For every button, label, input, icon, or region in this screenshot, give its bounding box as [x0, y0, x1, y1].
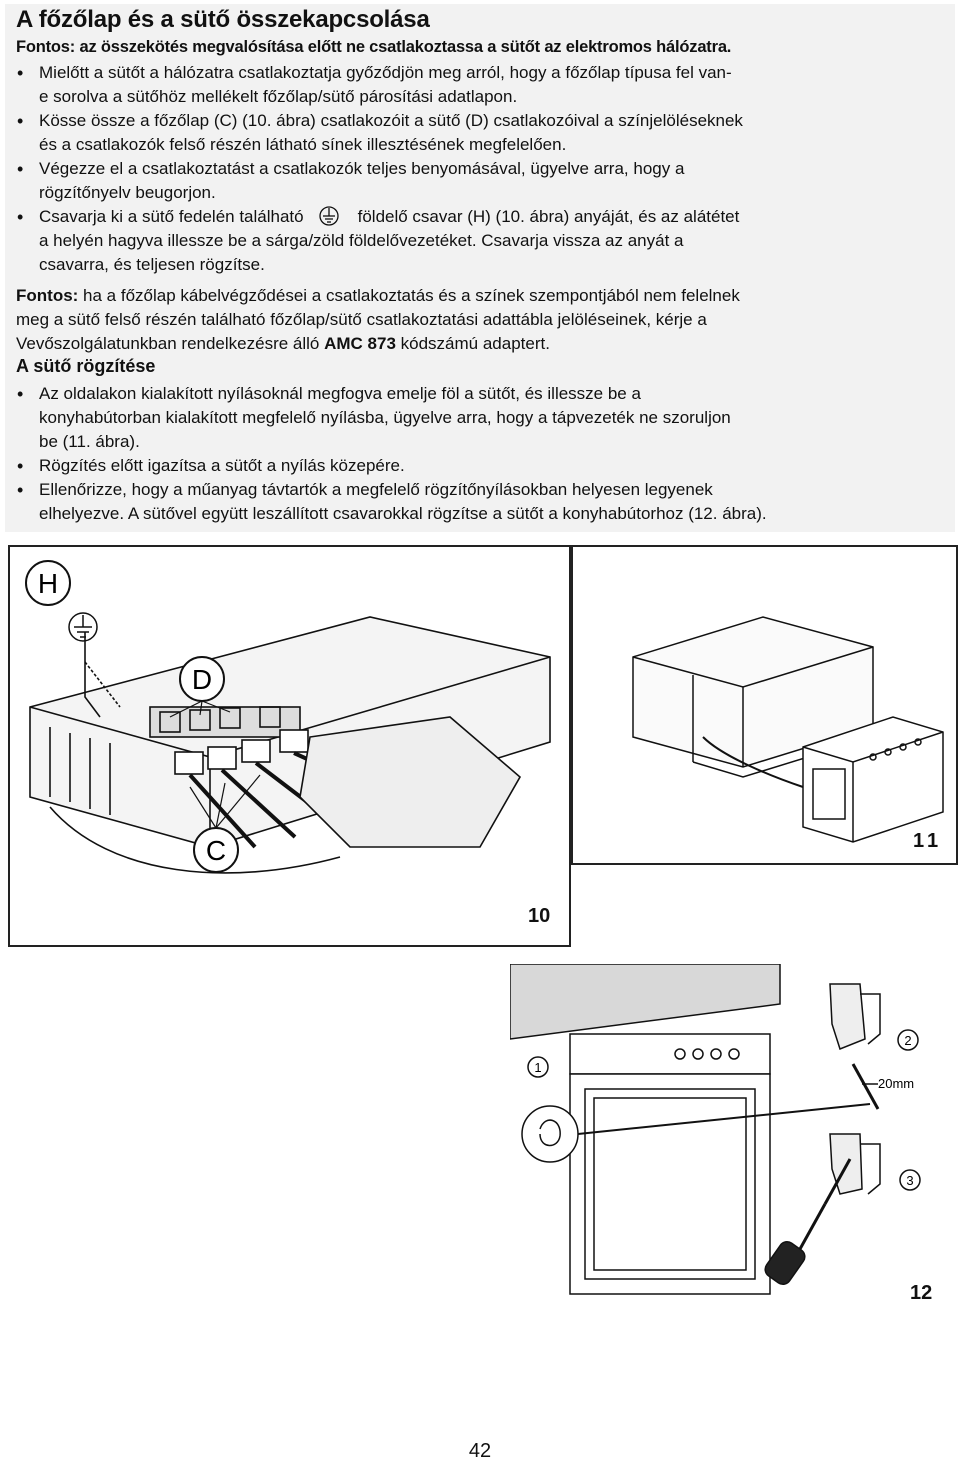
fixing-steps-list: Az oldalakon kialakított nyílásoknál meg… — [16, 382, 946, 526]
step-text: Az oldalakon kialakított nyílásoknál meg… — [39, 384, 641, 403]
fixing-heading: A sütő rögzítése — [16, 356, 156, 376]
figure-11-illustration — [632, 616, 944, 843]
paragraph-text: Vevőszolgálatunkban rendelkezésre álló — [16, 334, 325, 353]
list-item: Kösse össze a főzőlap (C) (10. ábra) csa… — [16, 109, 946, 157]
ground-icon — [68, 612, 98, 642]
callout-2: 2 — [904, 1033, 911, 1048]
figure-10: H D C 10 — [8, 545, 571, 947]
step-text: Ellenőrizze, hogy a műanyag távtartók a … — [39, 480, 713, 499]
figure-11-number: 11 — [913, 830, 943, 852]
step-text: rögzítőnyelv beugorjon. — [39, 183, 216, 202]
important-note: Fontos: az összekötés megvalósítása előt… — [16, 38, 732, 56]
list-item: Ellenőrizze, hogy a műanyag távtartók a … — [16, 478, 946, 526]
important-paragraph: Fontos: ha a főzőlap kábelvégződései a c… — [16, 284, 946, 356]
step-text: Mielőtt a sütőt a hálózatra csatlakoztat… — [39, 63, 732, 82]
figure-10-illustration: H D C — [25, 560, 551, 874]
step-text: a helyén hagyva illessze be a sárga/zöld… — [39, 231, 684, 250]
figure-11: 11 — [571, 545, 958, 865]
paragraph-text: meg a sütő felső részén található főzőla… — [16, 310, 707, 329]
callout-1: 1 — [534, 1060, 541, 1075]
list-item: Az oldalakon kialakított nyílásoknál meg… — [16, 382, 946, 454]
page-number: 42 — [468, 1440, 492, 1462]
step-text: Végezze el a csatlakoztatást a csatlakoz… — [39, 159, 685, 178]
label-h: H — [38, 568, 58, 599]
label-c: C — [206, 835, 226, 866]
figure-12-illustration: 1 2 3 20mm — [510, 964, 921, 1295]
step-text: Kösse össze a főzőlap (C) (10. ábra) csa… — [39, 111, 743, 130]
step-text: Rögzítés előtt igazítsa a sütőt a nyílás… — [39, 456, 405, 475]
step-text: és a csatlakozók felső részén látható sí… — [39, 135, 567, 154]
step-text: Csavarja ki a sütő fedelén található — [39, 207, 304, 226]
step-text: konyhabútorban kialakított megfelelő nyí… — [39, 408, 731, 427]
label-d: D — [192, 664, 212, 695]
step-text: földelő csavar (H) (10. ábra) anyáját, é… — [357, 207, 740, 226]
dimension-label: 20mm — [878, 1076, 914, 1091]
step-text: e sorolva a sütőhöz mellékelt főzőlap/sü… — [39, 87, 518, 106]
list-item: Mielőtt a sütőt a hálózatra csatlakoztat… — [16, 61, 946, 109]
connection-steps-list: Mielőtt a sütőt a hálózatra csatlakoztat… — [16, 61, 946, 277]
important-label: Fontos: — [16, 286, 79, 305]
list-item: Csavarja ki a sütő fedelén található föld… — [16, 205, 946, 277]
figure-12-number: 12 — [910, 1282, 933, 1304]
ground-symbol-icon — [314, 206, 344, 226]
figure-12: 1 2 3 20mm 12 — [510, 964, 958, 1309]
list-item: Végezze el a csatlakoztatást a csatlakoz… — [16, 157, 946, 205]
list-item: Rögzítés előtt igazítsa a sütőt a nyílás… — [16, 454, 946, 478]
step-text: elhelyezve. A sütővel együtt leszállítot… — [39, 504, 767, 523]
paragraph-text: kódszámú adaptert. — [395, 334, 550, 353]
paragraph-text: ha a főzőlap kábelvégződései a csatlakoz… — [78, 286, 740, 305]
figure-10-number: 10 — [528, 905, 551, 927]
step-text: csavarra, és teljesen rögzítse. — [39, 255, 265, 274]
page-title: A főzőlap és a sütő összekapcsolása — [16, 6, 430, 33]
step-text: be (11. ábra). — [39, 432, 140, 451]
callout-3: 3 — [906, 1173, 913, 1188]
adapter-code: AMC 873 — [324, 334, 396, 353]
